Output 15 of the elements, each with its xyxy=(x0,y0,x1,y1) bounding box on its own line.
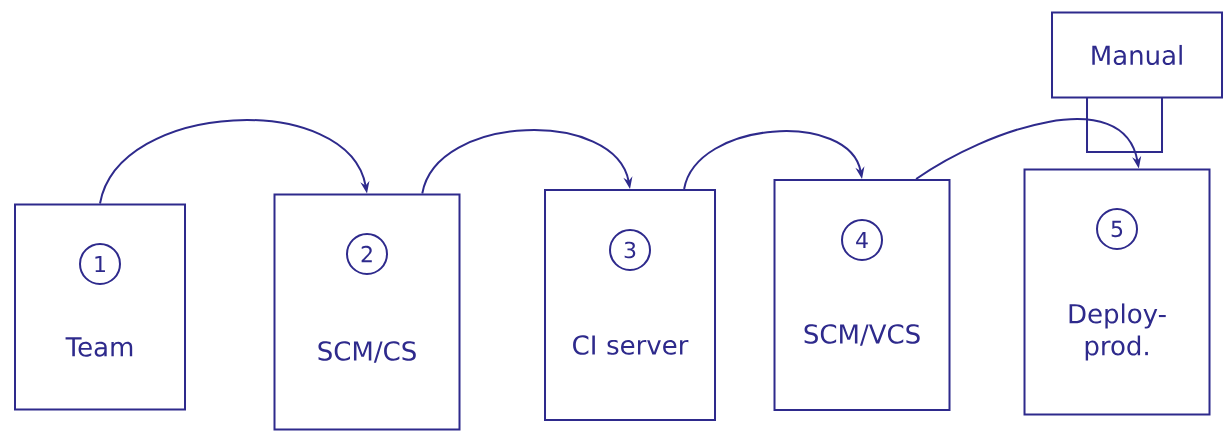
arrow xyxy=(99,119,370,205)
process-box: 3 CI server xyxy=(544,189,716,421)
process-box: 4 SCM/VCS xyxy=(773,179,951,411)
step-number: 4 xyxy=(841,219,883,261)
step-number: 2 xyxy=(346,233,388,275)
process-box: 2 SCM/CS xyxy=(273,193,461,431)
step-number: 1 xyxy=(79,243,121,285)
process-box: 5 Deploy-prod. xyxy=(1023,168,1211,416)
step-number: 3 xyxy=(609,229,651,271)
arrow xyxy=(421,129,633,195)
manual-box: Manual xyxy=(1051,11,1223,153)
arrow xyxy=(683,130,865,190)
step-number: 5 xyxy=(1096,208,1138,250)
arrow xyxy=(915,118,1142,180)
process-box: 1 Team xyxy=(14,203,186,411)
